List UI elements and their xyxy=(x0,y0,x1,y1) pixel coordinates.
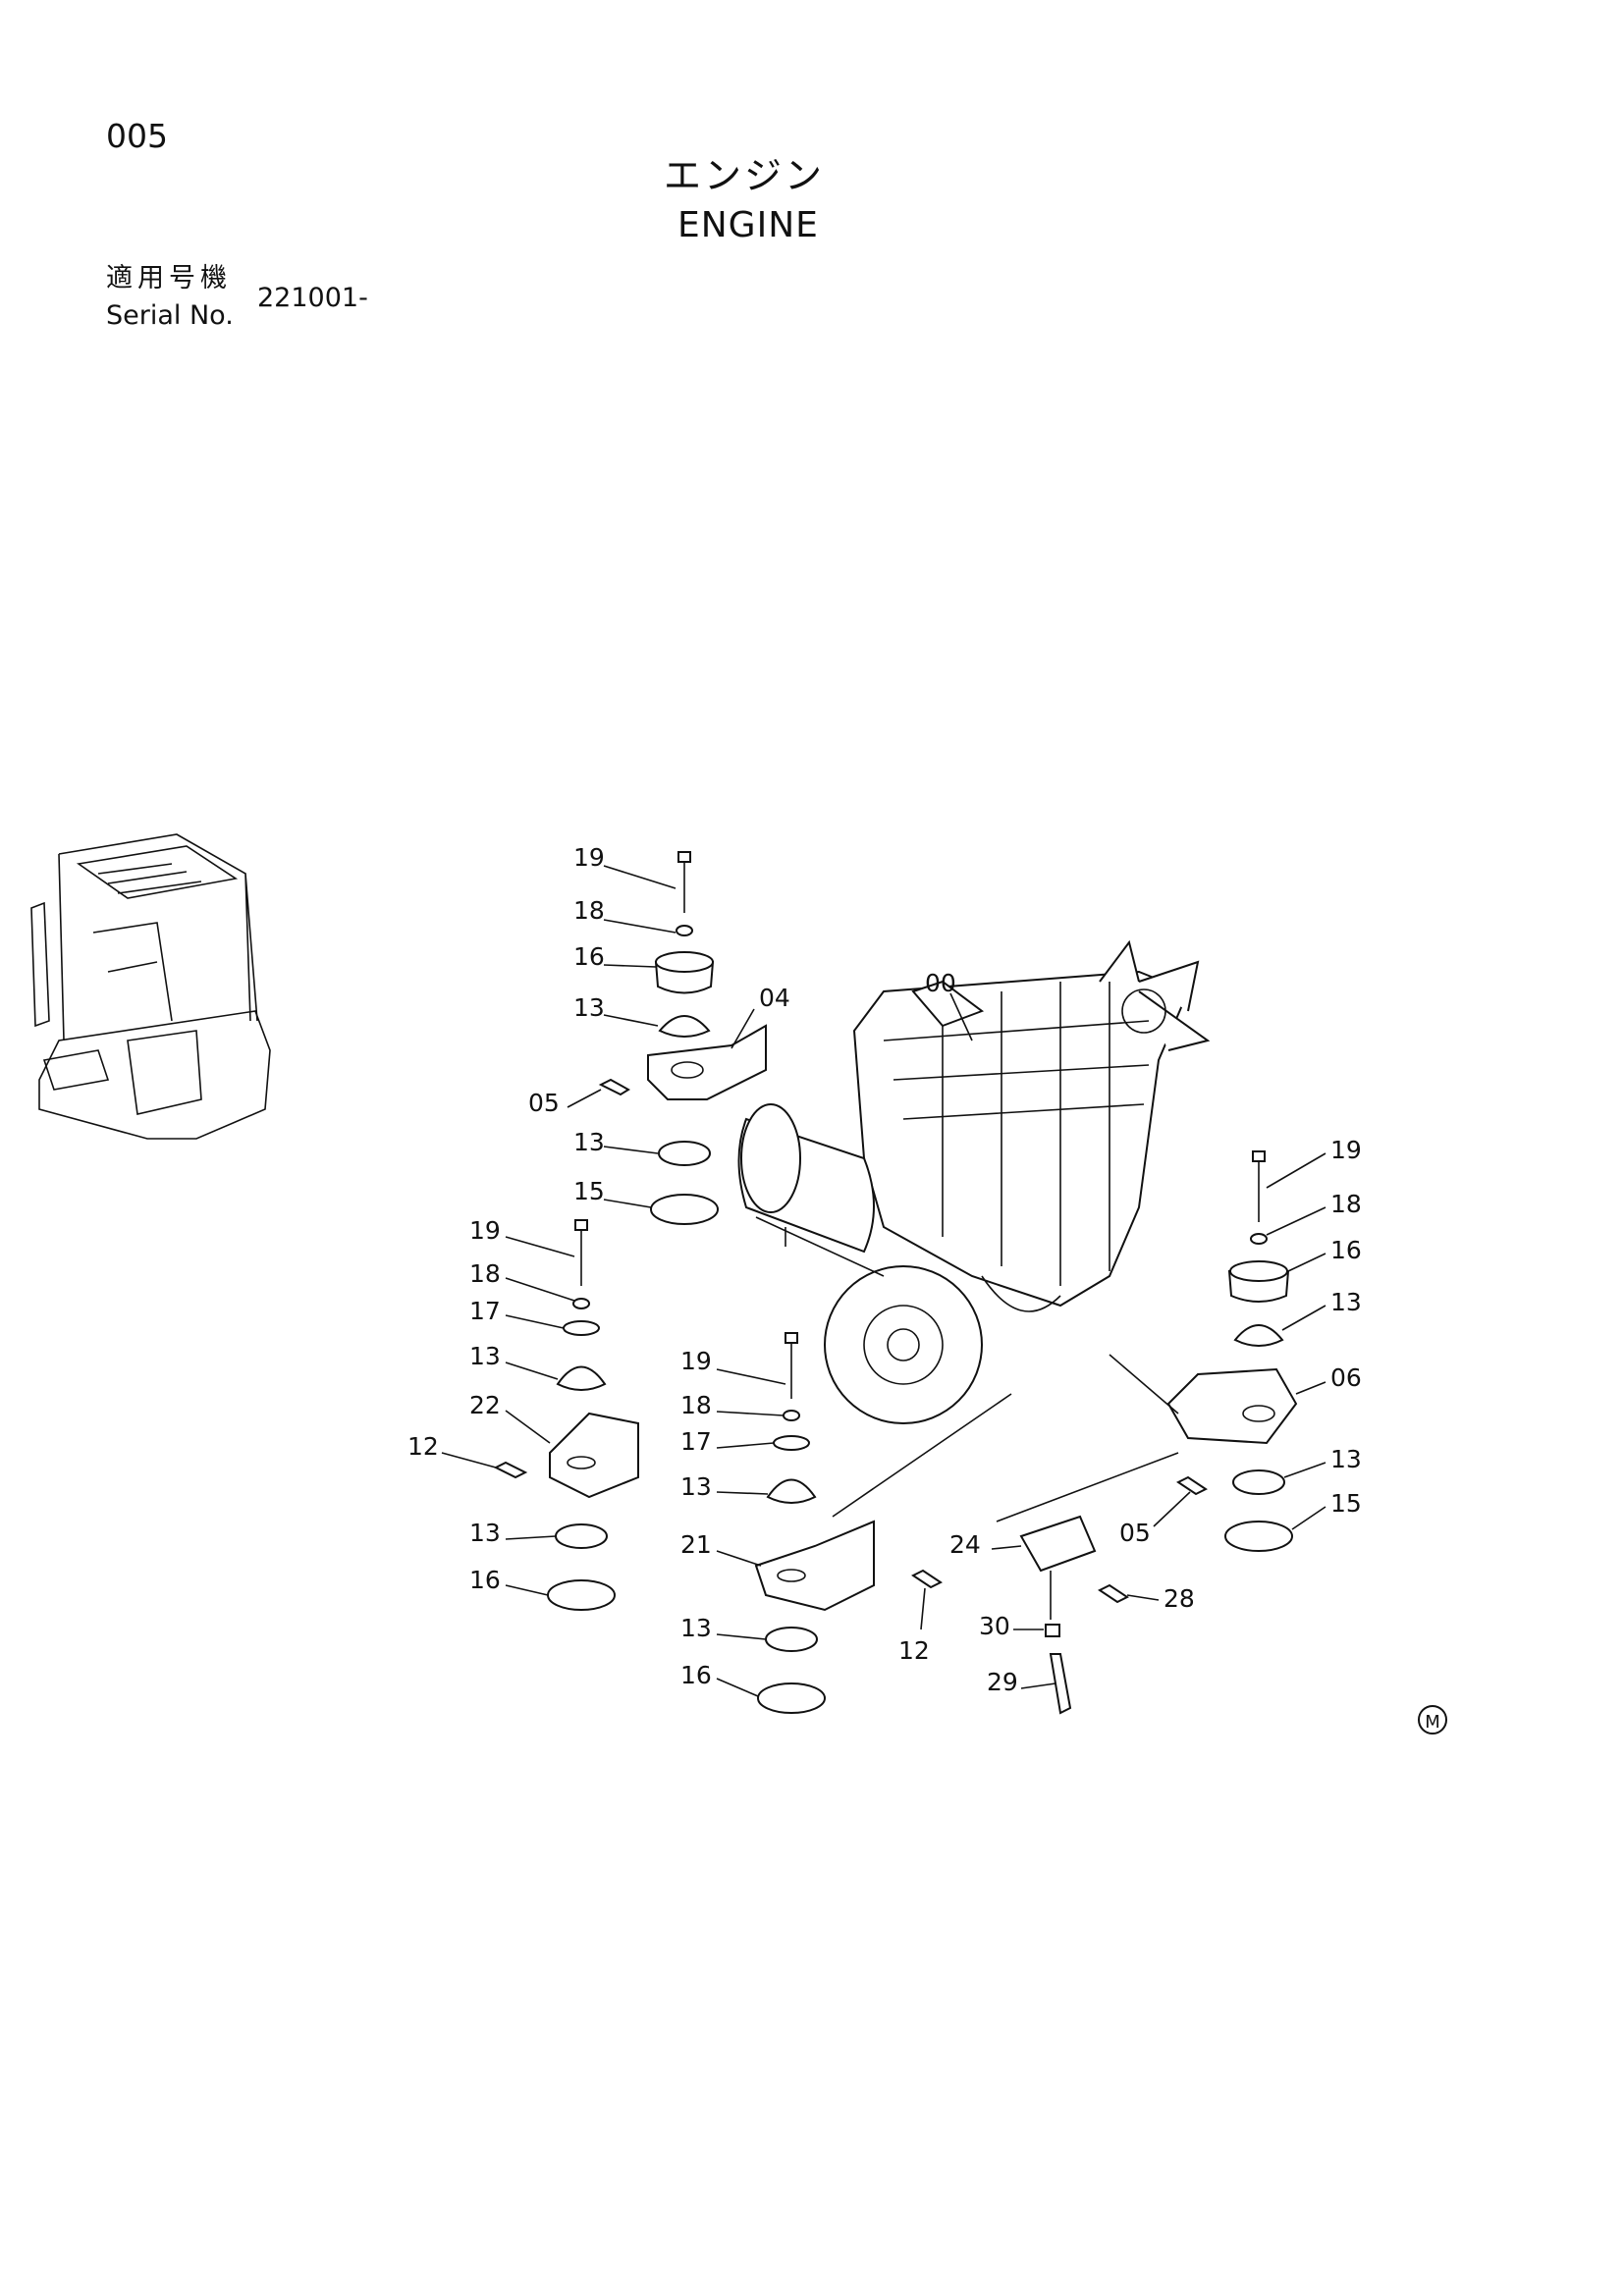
callout-label: 13 xyxy=(469,1519,501,1547)
callout-label: 15 xyxy=(1330,1489,1362,1518)
page-title-japanese: エンジン xyxy=(664,154,826,197)
callout-label: 13 xyxy=(573,993,605,1022)
callout-label: 13 xyxy=(573,1128,605,1156)
callout-label: 13 xyxy=(1330,1445,1362,1473)
callout-label: 18 xyxy=(1330,1190,1362,1218)
callout-label: 16 xyxy=(1330,1236,1362,1264)
callout-label: 12 xyxy=(898,1636,930,1665)
callout-label: 12 xyxy=(407,1432,439,1461)
bracket-24-assembly xyxy=(996,1452,1179,1715)
callout-label: 21 xyxy=(680,1530,712,1559)
callout-label: 18 xyxy=(573,896,605,925)
callout-label: 28 xyxy=(1164,1584,1195,1613)
engine-assembly xyxy=(737,939,1211,1424)
mount-center xyxy=(754,1332,1012,1714)
callout-label: 24 xyxy=(949,1530,981,1559)
callout-label: 18 xyxy=(680,1391,712,1419)
callout-label: 17 xyxy=(469,1297,501,1325)
serial-value: 221001- xyxy=(257,283,368,313)
callout-label: 04 xyxy=(759,984,790,1012)
callout-label: 13 xyxy=(680,1614,712,1642)
circled-m-mark: M xyxy=(1418,1705,1447,1735)
callout-label: 17 xyxy=(680,1427,712,1456)
callout-label: 13 xyxy=(1330,1288,1362,1316)
callout-label: 13 xyxy=(469,1342,501,1370)
serial-label: Serial No. xyxy=(106,300,234,331)
mark-label: M xyxy=(1425,1712,1440,1733)
callout-label: 29 xyxy=(987,1668,1018,1696)
callout-label: 16 xyxy=(469,1566,501,1594)
page-title: ENGINE xyxy=(677,205,819,245)
callout-label: 16 xyxy=(573,942,605,971)
callout-label: 22 xyxy=(469,1391,501,1419)
mount-left-rear xyxy=(598,851,767,1225)
callout-label: 00 xyxy=(925,969,956,997)
callout-label: 19 xyxy=(573,843,605,872)
callout-labels: 19 18 16 13 04 05 00 13 15 19 18 17 13 2… xyxy=(407,843,1362,1696)
mount-right xyxy=(1109,1150,1298,1552)
callout-label: 06 xyxy=(1330,1363,1362,1392)
callout-label: 16 xyxy=(680,1661,712,1689)
excavator-thumbnail xyxy=(30,833,271,1140)
callout-label: 19 xyxy=(680,1347,712,1375)
callout-label: 18 xyxy=(469,1259,501,1288)
callout-label: 15 xyxy=(573,1177,605,1205)
callout-label: 19 xyxy=(1330,1136,1362,1164)
serial-label-japanese: 適用号機 xyxy=(106,263,232,294)
callout-label: 05 xyxy=(528,1089,560,1117)
leader-lines xyxy=(441,865,1326,1697)
callout-label: 13 xyxy=(680,1472,712,1501)
callout-label: 05 xyxy=(1119,1519,1151,1547)
callout-label: 19 xyxy=(469,1216,501,1245)
callout-label: 30 xyxy=(979,1612,1010,1640)
page-number: 005 xyxy=(106,117,168,155)
mount-left-front xyxy=(493,1219,639,1611)
